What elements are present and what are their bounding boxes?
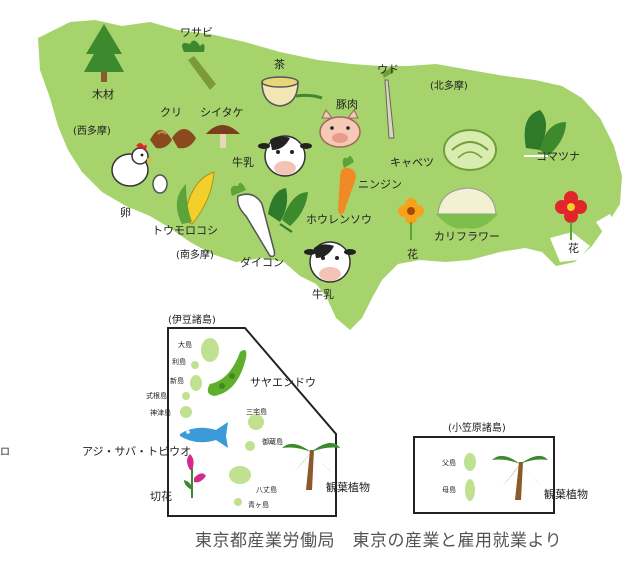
udo-icon <box>382 67 395 139</box>
fish-icon <box>180 422 228 448</box>
island-shikinejima <box>182 392 190 400</box>
label-sayaendou: サヤエンドウ <box>250 376 316 389</box>
orange-flower-icon <box>398 198 424 240</box>
tokyo-mainland <box>38 20 622 330</box>
label-wasabi: ワサビ <box>180 26 213 39</box>
label-island-oshima: 大島 <box>178 340 192 349</box>
tea-cup-icon <box>261 76 323 107</box>
egg-icon <box>152 174 168 194</box>
label-kiribana: 切花 <box>150 490 172 503</box>
label-island-chichijima: 父島 <box>442 458 456 467</box>
palm-tree-icon-2 <box>492 455 548 500</box>
cauliflower-icon <box>436 187 498 229</box>
corn-icon <box>176 171 215 225</box>
chestnut-icon <box>150 129 196 149</box>
bay-inlet-2 <box>596 214 616 234</box>
label-shiitake: シイタケ <box>200 106 244 119</box>
label-gyunyu-2: 牛乳 <box>312 287 334 301</box>
cabbage-icon <box>443 129 497 171</box>
label-island-hahajima: 母島 <box>442 485 456 494</box>
island-aogashima <box>234 498 242 506</box>
spinach-icon <box>268 188 308 233</box>
carrot-icon <box>338 155 356 215</box>
label-island-niijima: 新島 <box>170 376 184 385</box>
pig-icon <box>319 109 361 148</box>
komatsuna-icon <box>524 110 566 157</box>
label-region-kitatama: (北多摩) <box>430 79 468 92</box>
label-hana-2: 花 <box>568 242 579 255</box>
island-chichijima <box>464 453 476 471</box>
cut-flower-icon <box>184 454 206 498</box>
pea-pod-icon <box>207 350 247 396</box>
island-hahajima <box>465 479 475 501</box>
label-kyabetsu: キャベツ <box>390 156 434 169</box>
label-kanyou-1: 観葉植物 <box>326 480 370 494</box>
cow-icon-2 <box>304 241 356 283</box>
label-island-hachijojima: 八丈島 <box>256 485 277 494</box>
label-region-ogasawara: (小笠原諸島) <box>448 421 506 434</box>
label-hana-1: 花 <box>407 248 418 261</box>
label-mokuzai: 木材 <box>92 87 114 101</box>
label-island-miyakejima: 三宅島 <box>246 407 267 416</box>
label-island-aogashima: 青ヶ島 <box>248 500 269 509</box>
label-island-mikurajima: 御蔵島 <box>262 437 283 446</box>
label-udo: ウド <box>377 63 399 76</box>
island-oshima <box>201 338 219 362</box>
label-region-nishitama: (西多摩) <box>73 124 111 137</box>
palm-tree-icon <box>282 442 340 490</box>
izu-islands-frame <box>167 327 337 517</box>
label-komatsuna: コマツナ <box>536 150 580 163</box>
label-gyunyu-1: 牛乳 <box>232 155 254 169</box>
label-hourensou: ホウレンソウ <box>306 213 372 226</box>
label-ninjin: ニンジン <box>358 178 402 191</box>
island-miyakejima <box>248 414 264 430</box>
wasabi-icon <box>182 40 216 90</box>
island-mikurajima <box>245 441 255 451</box>
tree-icon <box>84 24 124 82</box>
cow-icon <box>258 135 312 177</box>
bay-inlet <box>550 232 590 262</box>
island-toshima <box>191 361 199 369</box>
label-butaniku: 豚肉 <box>336 98 358 111</box>
ogasawara-islands-frame <box>413 436 555 514</box>
island-kozushima <box>180 406 192 418</box>
label-daikon: ダイコン <box>240 255 284 269</box>
label-region-minamitama: (南多摩) <box>176 248 214 261</box>
label-kanyou-2: 観葉植物 <box>544 487 588 501</box>
island-niijima <box>190 375 202 391</box>
daikon-icon <box>230 182 276 258</box>
label-tamago: 卵 <box>120 206 131 219</box>
label-region-izu: (伊豆諸島) <box>168 313 216 326</box>
island-hachijojima <box>229 466 251 484</box>
label-aji: アジ・サバ・トビウオ <box>82 445 191 458</box>
label-island-kozushima: 神津島 <box>150 408 171 417</box>
red-flower-icon <box>555 191 587 240</box>
label-karifurawa: カリフラワー <box>434 230 500 243</box>
shiitake-icon <box>206 125 240 148</box>
label-toumorokoshi: トウモロコシ <box>152 224 218 237</box>
label-cha: 茶 <box>274 58 285 71</box>
label-kuri: クリ <box>160 106 182 119</box>
chicken-icon <box>111 143 154 187</box>
source-caption: 東京都産業労働局 東京の産業と雇用就業より <box>195 531 563 551</box>
label-edge: ロ <box>0 447 10 458</box>
label-island-toshima: 利島 <box>172 357 186 366</box>
label-island-shikinejima: 式根島 <box>146 391 167 400</box>
